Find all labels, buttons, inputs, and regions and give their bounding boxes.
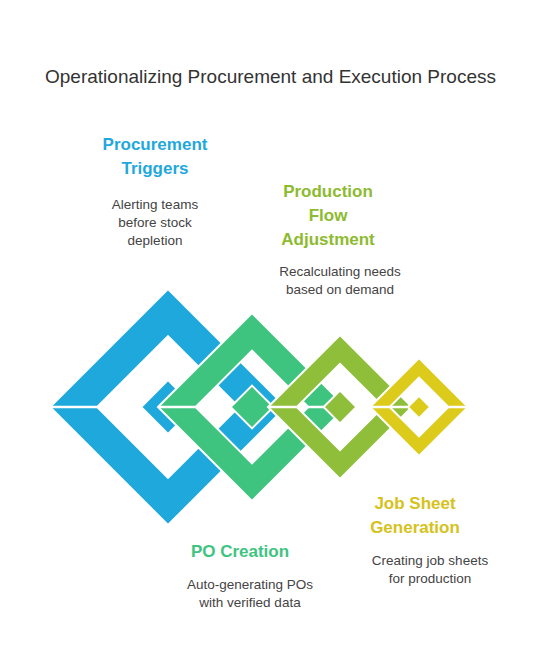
cut-line: [448, 406, 468, 409]
step-heading: PO Creation: [170, 540, 310, 564]
chevron-ring: [158, 313, 346, 501]
step-heading: Production Flow Adjustment: [273, 180, 383, 252]
process-chevron: Job Sheet GenerationCreating job sheets …: [370, 358, 468, 456]
cut-line: [158, 406, 196, 409]
step-heading: Procurement Triggers: [90, 133, 220, 181]
step-description: Creating job sheets for production: [368, 552, 493, 588]
inner-diamond: [408, 396, 430, 418]
process-chevron: PO CreationAuto-generating POs with veri…: [158, 313, 346, 501]
step-heading: Job Sheet Generation: [355, 492, 475, 540]
ring-shape: [158, 313, 346, 501]
step-description: Auto-generating POs with verified data: [180, 576, 320, 612]
inner-diamond: [324, 391, 357, 424]
ring-shape: [370, 358, 468, 456]
step-description: Alerting teams before stock depletion: [100, 196, 210, 250]
diagram-title: Operationalizing Procurement and Executi…: [0, 66, 541, 88]
step-description: Recalculating needs based on demand: [270, 263, 410, 299]
chevron-ring: [370, 358, 468, 456]
cut-line: [370, 406, 390, 409]
cut-line: [268, 406, 297, 409]
cut-line: [50, 406, 97, 409]
